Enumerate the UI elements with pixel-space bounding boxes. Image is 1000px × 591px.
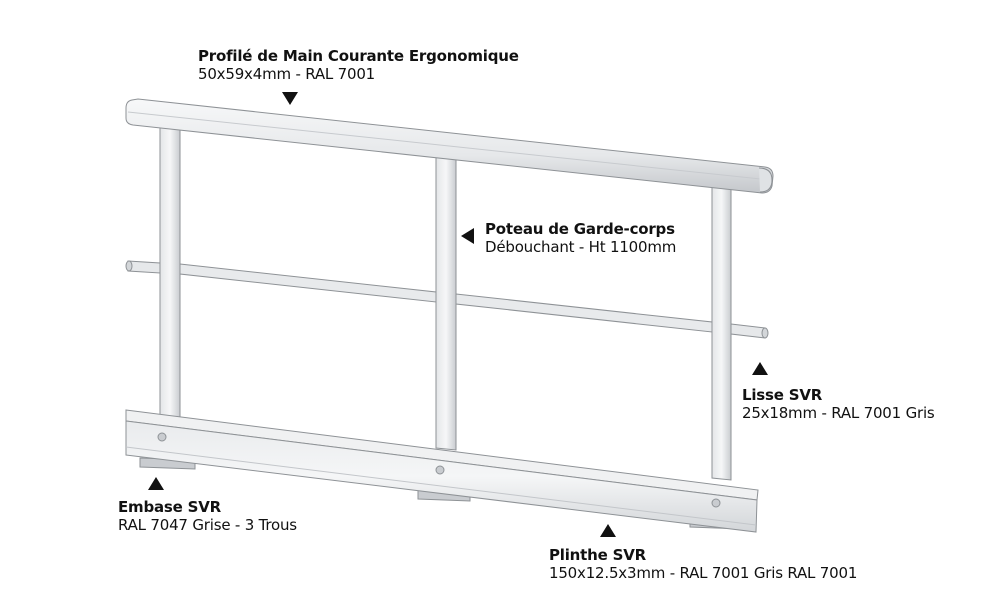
callout-base: Embase SVR RAL 7047 Grise - 3 Trous bbox=[118, 498, 297, 534]
callout-rail-spec: 25x18mm - RAL 7001 Gris bbox=[742, 404, 935, 422]
callout-base-title: Embase SVR bbox=[118, 498, 222, 516]
down-arrow-icon bbox=[282, 92, 298, 105]
handrail bbox=[125, 98, 774, 194]
callout-post-title: Poteau de Garde-corps bbox=[485, 220, 675, 238]
callout-handrail-spec: 50x59x4mm - RAL 7001 bbox=[198, 65, 376, 83]
callout-handrail: Profilé de Main Courante Ergonomique 50x… bbox=[198, 47, 519, 83]
callout-base-spec: RAL 7047 Grise - 3 Trous bbox=[118, 516, 297, 534]
callout-toeboard-spec: 150x12.5x3mm - RAL 7001 Gris RAL 7001 bbox=[549, 564, 858, 582]
callout-toeboard-title: Plinthe SVR bbox=[549, 546, 646, 564]
callout-post: Poteau de Garde-corps Débouchant - Ht 11… bbox=[485, 220, 676, 256]
up-arrow-icon bbox=[600, 524, 616, 537]
up-arrow-icon bbox=[148, 477, 164, 490]
middle-rail bbox=[125, 260, 769, 339]
callout-toeboard: Plinthe SVR 150x12.5x3mm - RAL 7001 Gris… bbox=[549, 546, 857, 582]
left-arrow-icon bbox=[461, 228, 474, 244]
callout-handrail-title: Profilé de Main Courante Ergonomique bbox=[198, 47, 519, 65]
toeboard bbox=[125, 409, 759, 533]
up-arrow-icon bbox=[752, 362, 768, 375]
callout-rail: Lisse SVR 25x18mm - RAL 7001 Gris bbox=[742, 386, 935, 422]
callout-rail-title: Lisse SVR bbox=[742, 386, 823, 404]
callout-post-spec: Débouchant - Ht 1100mm bbox=[485, 238, 677, 256]
